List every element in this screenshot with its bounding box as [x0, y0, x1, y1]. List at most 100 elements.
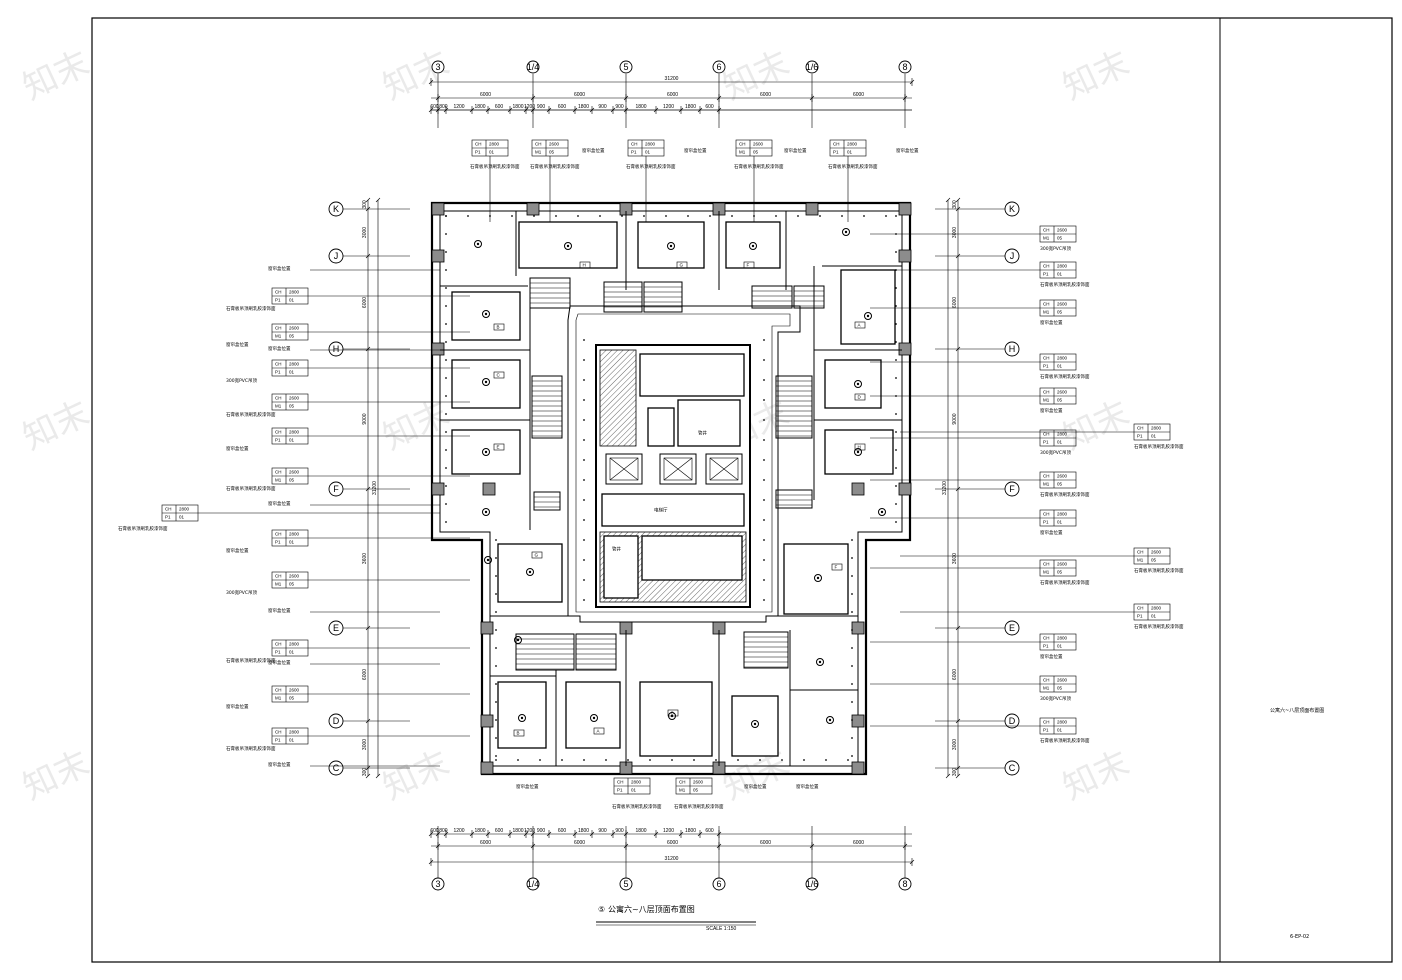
material-tag-value: 05 — [289, 334, 295, 339]
material-tag-code: P1 — [1043, 272, 1049, 277]
room-tag-box — [493, 443, 505, 451]
grid-label-bottom: 1/4 — [527, 879, 540, 889]
downlight — [763, 379, 765, 381]
grid-label-right: D — [1009, 716, 1016, 726]
dimension-value: 300 — [952, 200, 958, 209]
grid-bubble-top — [526, 60, 540, 74]
annotation-note: 窗帘盒位置 — [1040, 653, 1063, 660]
downlight — [627, 759, 629, 761]
ceiling-light-fixture — [854, 380, 862, 388]
watermark-text: 知末 — [717, 43, 796, 108]
material-tag-code: P1 — [1137, 434, 1143, 439]
annotation-note: 石膏板吊顶刷乳胶漆饰面 — [1134, 567, 1184, 574]
material-tag-code: CH — [833, 142, 840, 147]
grid-label-top: 1/4 — [527, 62, 540, 72]
grid-label-bottom: 6 — [716, 879, 721, 889]
ceiling-light-center — [486, 558, 490, 562]
annotation-note: 窗帘盒位置 — [226, 445, 249, 452]
downlight — [561, 759, 563, 761]
material-tag-code: P1 — [1043, 644, 1049, 649]
downlight — [495, 647, 497, 649]
downlight — [763, 539, 765, 541]
dimension-value: 6000 — [480, 840, 491, 846]
downlight — [599, 215, 601, 217]
downlight — [781, 759, 783, 761]
room-tag-label: F — [835, 565, 838, 570]
room-tag-label: B — [497, 325, 500, 330]
ceiling-light-fixture — [482, 378, 490, 386]
material-tag-code: M1 — [679, 788, 686, 793]
downlight — [763, 479, 765, 481]
annotation-note: 石膏板吊顶刷乳胶漆饰面 — [734, 163, 784, 170]
downlight — [895, 485, 897, 487]
ceiling-light-center — [484, 510, 488, 514]
grid-bubble-bottom — [712, 877, 726, 891]
ceiling-light-fixture — [482, 508, 490, 516]
downlight — [731, 215, 733, 217]
material-tag-value: 2600 — [289, 688, 300, 693]
downlight — [495, 611, 497, 613]
drawing-scale: SCALE 1:150 — [706, 926, 737, 932]
grid-bubble-top — [898, 60, 912, 74]
annotation-note: 石膏板吊顶刷乳胶漆饰面 — [226, 745, 276, 752]
grid-bubble-top — [431, 60, 445, 74]
ceiling-light-fixture — [484, 556, 492, 564]
dimension-value: 3000 — [952, 227, 958, 238]
annotation-note: 石膏板吊顶刷乳胶漆饰面 — [1040, 281, 1090, 288]
material-tag-value: 05 — [1057, 482, 1063, 487]
watermark-text: 知末 — [377, 743, 456, 808]
material-tag-value: 2800 — [1057, 356, 1068, 361]
downlight — [445, 359, 447, 361]
room-tag-box — [831, 563, 843, 571]
material-tag-value: 01 — [847, 150, 853, 155]
ceiling-light-center — [484, 450, 488, 454]
drawing-title-marker: ⑤ — [598, 905, 605, 914]
downlight — [583, 579, 585, 581]
corridor-outline — [567, 305, 801, 623]
dimension-value: 900 — [615, 104, 624, 110]
material-tag-value: 2800 — [1151, 426, 1162, 431]
room-tag-box — [513, 729, 525, 737]
downlight — [885, 215, 887, 217]
downlight — [895, 377, 897, 379]
material-tag-code: CH — [1043, 302, 1050, 307]
structural-column — [851, 714, 865, 728]
material-tag-code: P1 — [1043, 440, 1049, 445]
dimension-value: 1800 — [578, 104, 589, 110]
material-tag-value: 01 — [1151, 434, 1157, 439]
material-tag-code: CH — [631, 142, 638, 147]
room-tag-box — [854, 321, 866, 329]
grid-label-top: 6 — [716, 62, 721, 72]
room-tag-label: C — [497, 373, 501, 378]
material-tag-value: 2600 — [1057, 390, 1068, 395]
annotation-note: 300宽PVC吊顶 — [226, 377, 258, 384]
dimension-value: 1200 — [453, 828, 464, 834]
downlight — [583, 459, 585, 461]
downlight — [895, 503, 897, 505]
dimension-value: 1800 — [685, 828, 696, 834]
dimension-value: 900 — [537, 104, 546, 110]
ceiling-light-center — [844, 230, 848, 234]
material-tag-code: M1 — [535, 150, 542, 155]
annotation-note: 石膏板吊顶刷乳胶漆饰面 — [1134, 443, 1184, 450]
grid-bubble-left — [328, 713, 344, 729]
grid-bubble-top — [619, 60, 633, 74]
downlight — [621, 215, 623, 217]
dimension-value: 900 — [537, 828, 546, 834]
material-tag-code: CH — [1043, 356, 1050, 361]
grid-bubble-bottom — [431, 877, 445, 891]
ceiling-panel — [824, 359, 882, 409]
material-tag-code: CH — [275, 574, 282, 579]
downlight — [445, 269, 447, 271]
downlight — [763, 439, 765, 441]
material-tag-value: 2800 — [289, 730, 300, 735]
ceiling-panel — [783, 543, 849, 615]
room-tag-box — [531, 551, 543, 559]
dimension-tick — [365, 197, 371, 203]
downlight — [895, 467, 897, 469]
downlight — [445, 305, 447, 307]
dimension-tick — [365, 486, 371, 492]
bathroom-ceiling — [743, 631, 789, 669]
dimension-value: 3600 — [952, 553, 958, 564]
